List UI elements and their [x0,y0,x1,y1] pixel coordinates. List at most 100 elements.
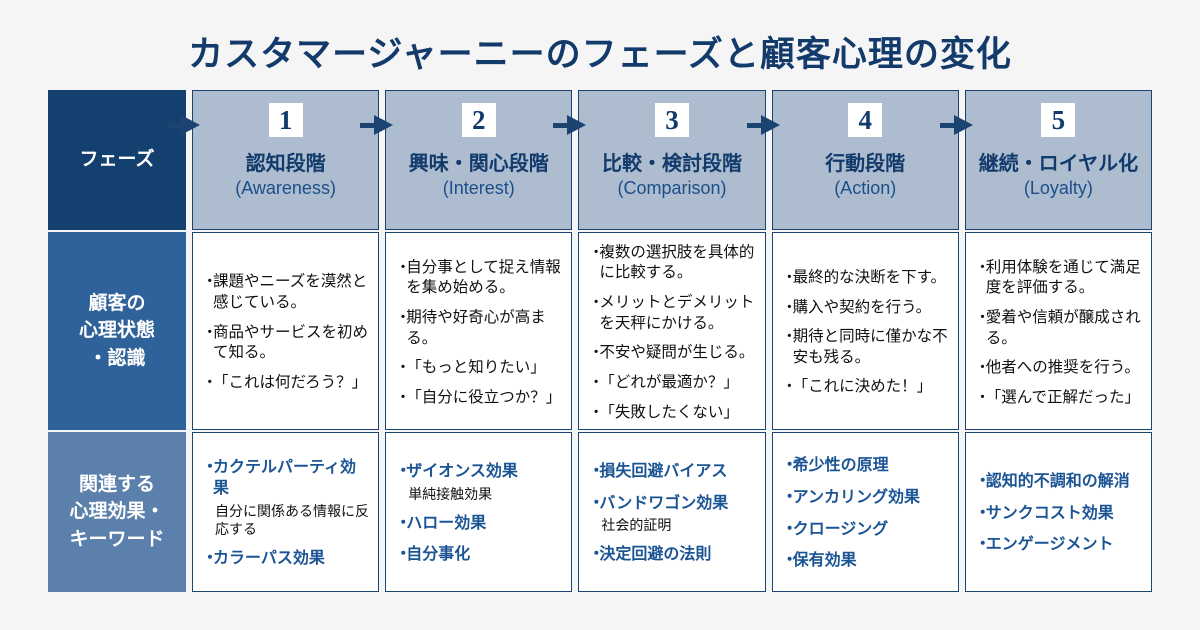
bullet-icon: ・ [588,403,604,421]
list-item: ・クロージング [782,520,950,541]
keyword-term: ・アンカリング効果 [782,488,950,509]
list-item: ・他者への推奨を行う。 [975,358,1143,379]
list-item: ・カクテルパーティ効果自分に関係ある情報に反応する [202,458,370,538]
list-item: ・不安や疑問が生じる。 [588,343,756,364]
psychology-cell-3: ・複数の選択肢を具体的に比較する。・メリットとデメリットを天秤にかける。・不安や… [578,232,766,430]
phase-name-jp: 興味・関心段階 [408,153,549,175]
list-item: ・保有効果 [782,551,950,572]
bullet-icon: ・ [974,359,991,377]
list-item: ・「どれが最適か？」 [588,373,756,394]
keyword-term: ・認知的不調和の解消 [975,472,1143,493]
list-item-text: 期待と同時に僅かな不安も残る。 [792,328,948,366]
phase-number-badge: 4 [848,103,883,137]
list-item: ・「自分に役立つか？」 [395,388,563,409]
keyword-term: ・ザイオンス効果 [395,462,563,483]
bullet-icon: ・ [395,308,411,326]
phase-number-badge: 3 [654,103,689,137]
bullet-icon: ・ [781,298,798,316]
list-item-text: 「これに決めた！」 [792,378,933,396]
keyword-note: 単純接触効果 [408,485,493,502]
phase-number-badge: 2 [461,103,496,137]
list-item-text: 複数の選択肢を具体的に比較する。 [599,243,755,282]
psychology-cell-1: ・課題やニーズを漠然と感じている。・商品やサービスを初めて知る。・「これは何だろ… [192,232,380,430]
bullet-icon: ・ [588,243,604,261]
list-item: ・サンクコスト効果 [975,504,1143,525]
keyword-cell-3: ・損失回避バイアス・バンドワゴン効果社会的証明・決定回避の法則 [578,432,766,592]
list-item: ・エンゲージメント [975,535,1143,556]
list-item-text: 購入や契約を行う。 [792,298,932,316]
list-item-text: 「失敗したくない」 [599,403,739,421]
phase-name-en: (Loyalty) [1023,178,1093,198]
list-item: ・商品やサービスを初めて知る。 [202,323,370,364]
keyword-term: ・バンドワゴン効果 [588,494,756,515]
list-item: ・期待や好奇心が高まる。 [395,308,563,349]
keyword-note: 自分に関係ある情報に反応する [215,502,369,537]
keyword-term: ・サンクコスト効果 [975,504,1143,525]
keyword-term-text: 決定回避の法則 [599,546,712,564]
keyword-term-text: カラーパス効果 [213,550,325,568]
list-item-text: 「どれが最適か？」 [599,373,739,391]
bullet-icon: ・ [202,459,219,477]
keyword-term: ・エンゲージメント [975,535,1143,556]
list-item-text: 「これは何だろう？」 [213,373,368,391]
bullet-icon: ・ [974,472,991,490]
list-item: ・期待と同時に僅かな不安も残る。 [782,327,950,368]
list-item: ・複数の選択肢を具体的に比較する。 [588,243,756,284]
bullet-icon: ・ [588,344,604,362]
bullet-icon: ・ [202,550,219,568]
list-item-text: 「もっと知りたい」 [406,359,546,377]
list-item: ・ザイオンス効果単純接触効果 [395,462,563,503]
keyword-term: ・決定回避の法則 [588,545,756,566]
keyword-cell-5: ・認知的不調和の解消・サンクコスト効果・エンゲージメント [964,432,1152,592]
bullet-icon: ・ [395,258,411,276]
list-item-text: 自分事として捉え情報を集め始める。 [406,258,561,297]
bullet-icon: ・ [974,536,991,554]
keyword-term-text: ハロー効果 [406,514,487,532]
bullet-icon: ・ [588,373,604,391]
list-item: ・自分事として捉え情報を集め始める。 [395,258,563,299]
phase-name-jp: 行動段階 [825,153,906,175]
keyword-term: ・ハロー効果 [395,514,563,535]
list-item-text: 利用体験を通じて満足度を評価する。 [985,258,1141,297]
keyword-term-text: ザイオンス効果 [406,462,518,480]
keyword-term: ・カクテルパーティ効果 [202,458,370,500]
bullet-icon: ・ [974,308,991,326]
bullet-icon: ・ [395,546,412,564]
bullet-icon: ・ [974,504,991,522]
bullet-icon: ・ [781,520,798,538]
list-item-text: 最終的な決断を下す。 [792,268,947,286]
bullet-icon: ・ [588,294,604,312]
list-item-text: 課題やニーズを漠然と感じている。 [213,273,368,312]
bullet-icon: ・ [781,378,798,396]
keyword-term: ・カラーパス効果 [202,549,370,570]
keyword-term-text: 希少性の原理 [792,456,889,474]
list-item: ・ハロー効果 [395,514,563,535]
list-item-text: 商品やサービスを初めて知る。 [213,323,369,362]
list-item: ・愛着や信頼が醸成される。 [975,308,1143,349]
list-item-text: 不安や疑問が生じる。 [599,344,755,362]
list-item: ・認知的不調和の解消 [975,472,1143,493]
phase-name-en: (Action) [834,178,897,198]
bullet-icon: ・ [781,456,798,474]
bullet-icon: ・ [588,546,605,564]
list-item: ・希少性の原理 [782,456,950,477]
keyword-term-text: 自分事化 [406,546,471,564]
keyword-term: ・希少性の原理 [782,456,950,477]
keyword-term-text: 損失回避バイアス [599,462,728,480]
bullet-icon: ・ [974,388,991,406]
keyword-cell-1: ・カクテルパーティ効果自分に関係ある情報に反応する・カラーパス効果 [192,432,380,592]
list-item: ・「これは何だろう？」 [202,373,370,394]
list-item: ・損失回避バイアス [588,462,756,483]
phase-header-4[interactable]: 4 行動段階 (Action) [771,90,959,230]
row-label-keywords: 関連する 心理効果・ キーワード [48,432,186,592]
list-item: ・自分事化 [395,545,563,566]
list-item: ・「もっと知りたい」 [395,358,563,379]
bullet-icon: ・ [781,552,798,570]
list-item: ・「選んで正解だった」 [975,388,1143,409]
row-label-psychology: 顧客の 心理状態 ・認識 [48,232,186,430]
keyword-term-text: エンゲージメント [985,536,1114,554]
